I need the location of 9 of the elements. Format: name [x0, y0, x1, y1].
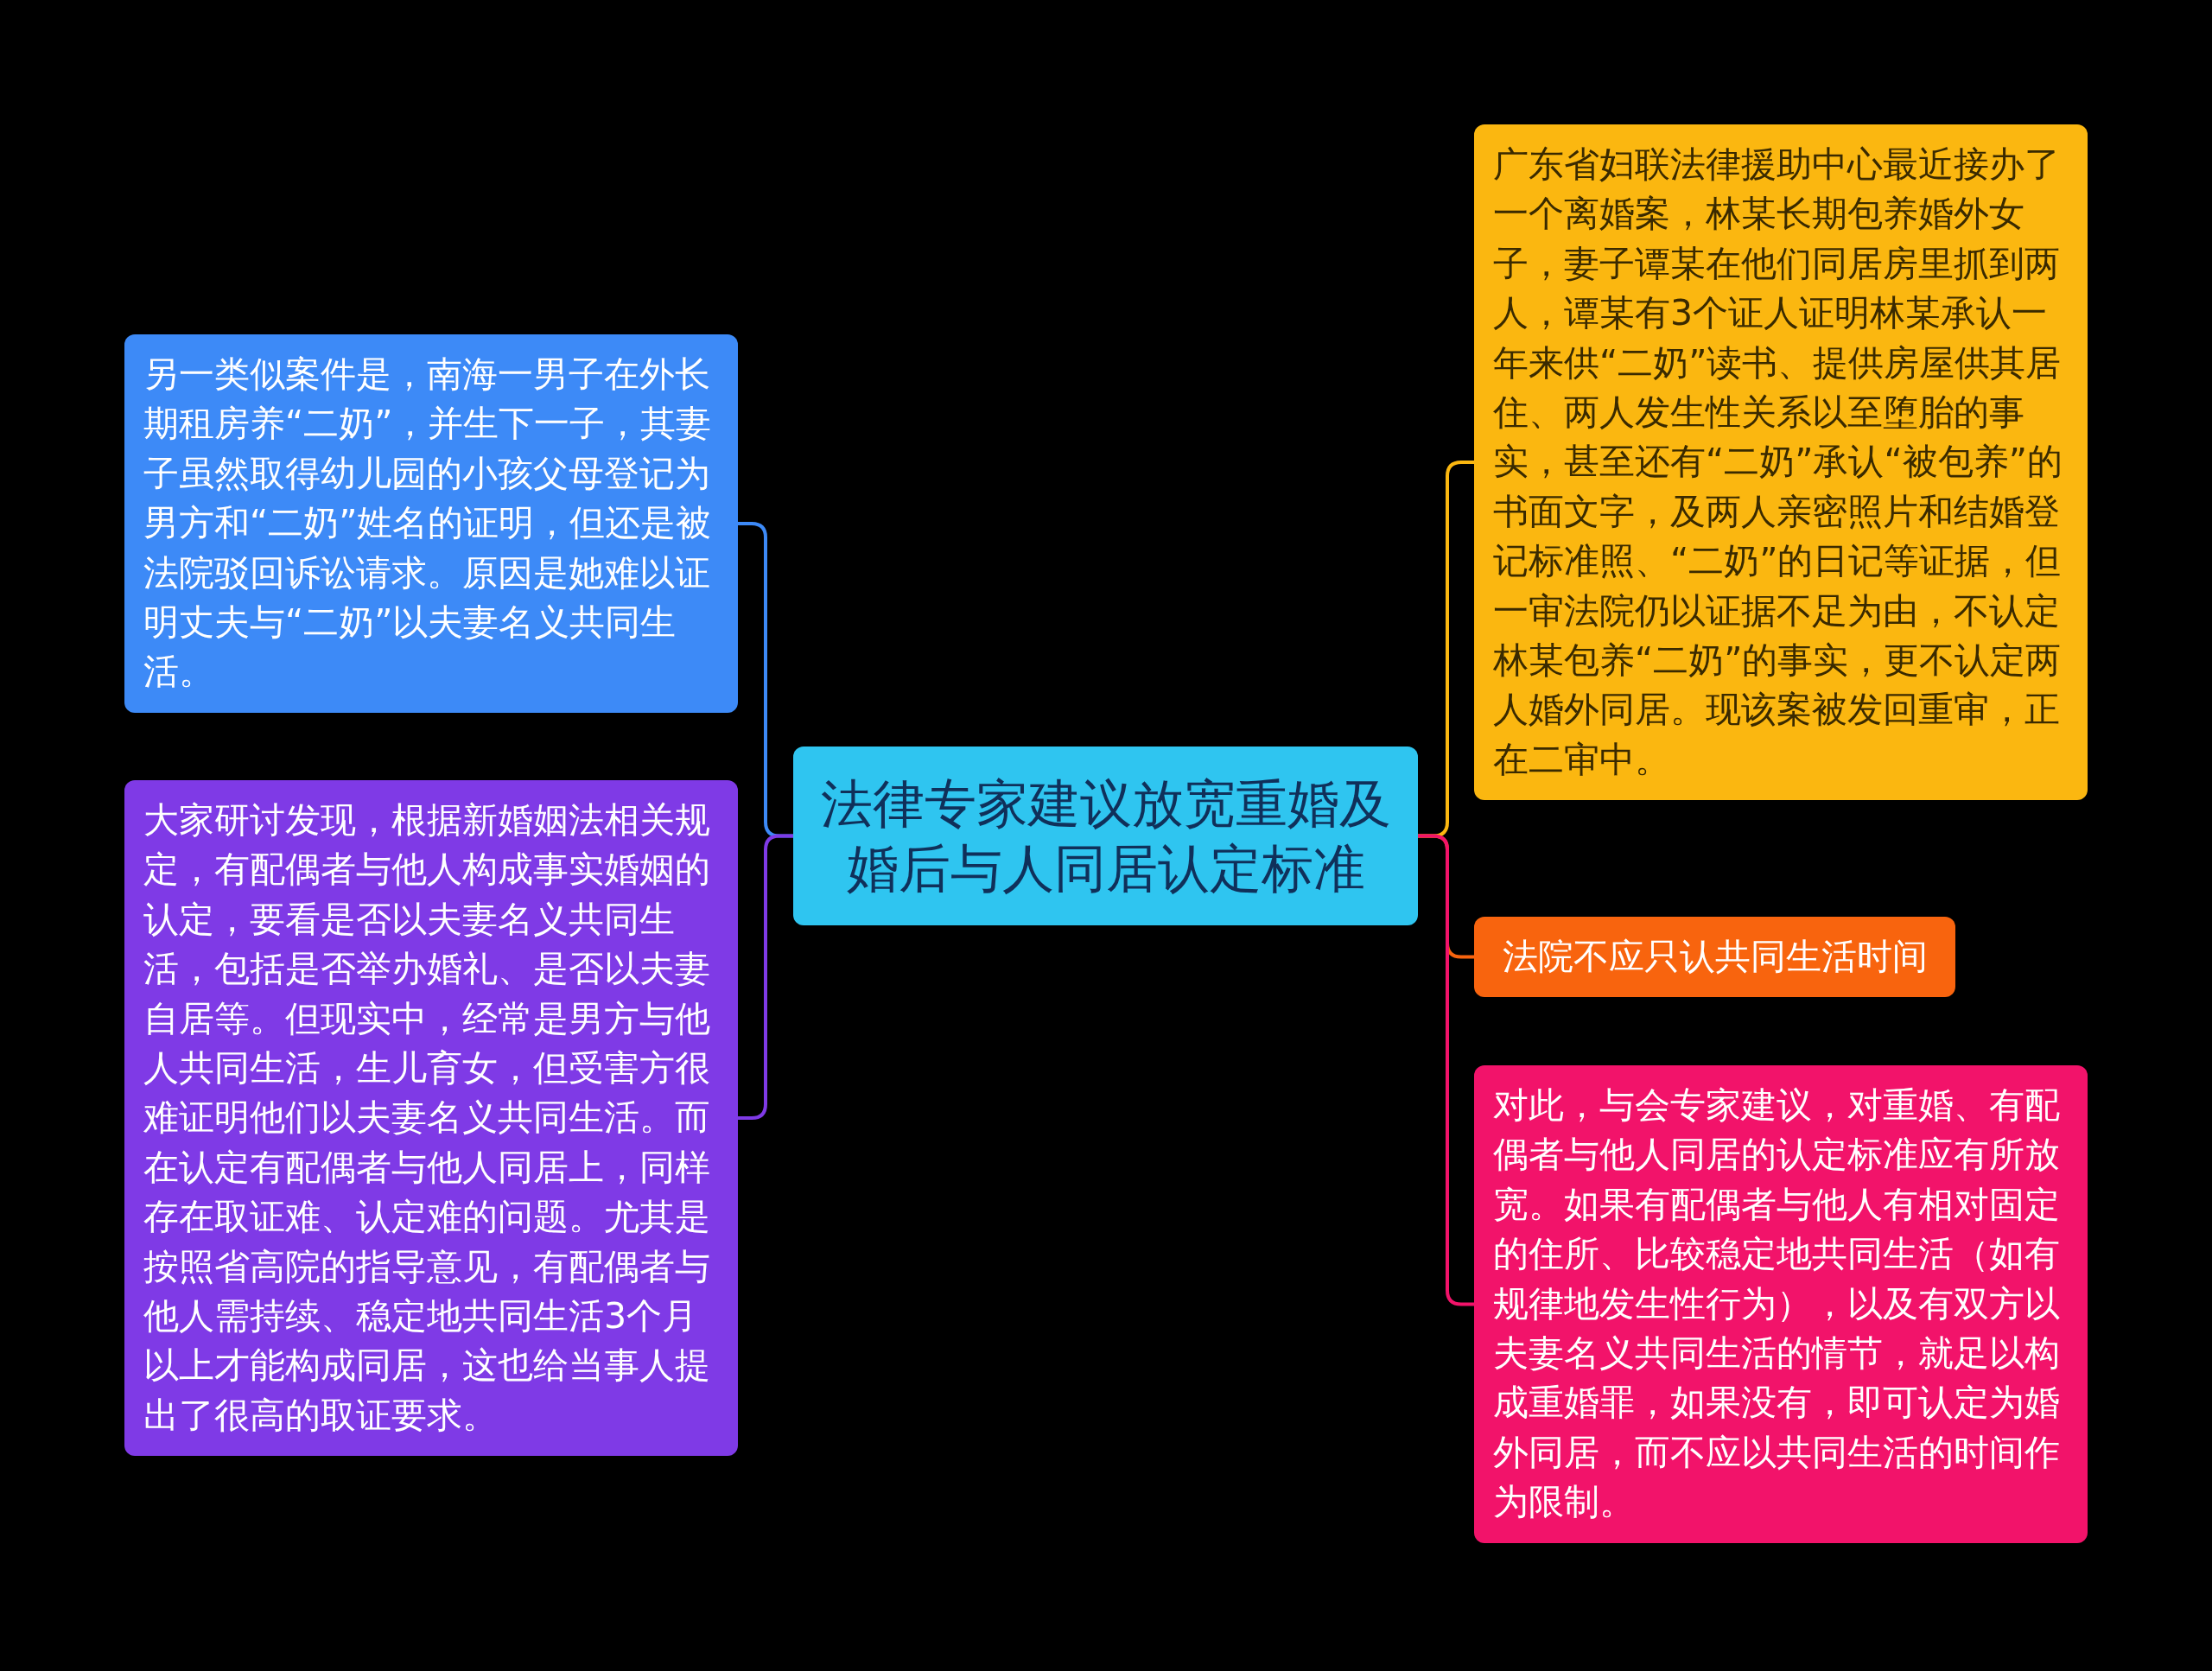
topic-text: 另一类似案件是，南海一男子在外长期租房养“二奶”，并生下一子，其妻子虽然取得幼儿园的小孩父母登记为男方和“二奶”姓名的证明，但还是被法院驳回诉讼请求。原因是她难以证明丈夫与“二奶”以夫妻名义共同生活。 — [143, 353, 713, 695]
topic-text: 对此，与会专家建议，对重婚、有配偶者与他人同居的认定标准应有所放宽。如果有配偶者与他人有相对固定的住所、比较稳定地共同生活（如有规律地发生性行为），以及有双方以夫妻名义共同生活的情节，就足以构成重婚罪，如果没有，即可认定为婚外同居，而不应以共同生活的时间作为限制。 — [1493, 1083, 2061, 1525]
topic-text: 广东省妇联法律援助中心最近接办了一个离婚案，林某长期包养婚外女子，妻子谭某在他们同居房里抓到两人，谭某有3个证人证明林某承认一年来供“二奶”读书、提供房屋供其居住、两人发生性关系以至堕胎的事实，甚至还有“二奶”承认“被包养”的书面文字，及两人亲密照片和结婚登记标准照、“二奶”的日记等证据，但一审法院仍以证据不足为由，不认定林某包养“二奶”的事实，更不认定两人婚外同居。现该案被发回重审，正在二审中。 — [1493, 143, 2063, 782]
central-topic-box — [793, 747, 1418, 925]
topic-text: 大家研讨发现，根据新婚姻法相关规定，有配偶者与他人构成事实婚姻的认定，要看是否以夫妻名义共同生活，包括是否举办婚礼、是否以夫妻自居等。但现实中，经常是男方与他人共同生活，生儿育女，但受害方很难证明他们以夫妻名义共同生活。而在认定有配偶者与他人同居上，同样存在取证难、认定难的问题。尤其是按照省高院的指导意见，有配偶者与他人需持续、稳定地共同生活3个月以上才能构成同居，这也给当事人提出了很高的取证要求。 — [143, 798, 711, 1438]
topic-text: 法院不应只认共同生活时间 — [1502, 935, 1928, 979]
topic-box — [1474, 917, 1955, 998]
topic-box — [124, 334, 738, 713]
topic-text: 法律专家建议放宽重婚及婚后与人同居认定标准 — [819, 772, 1392, 900]
